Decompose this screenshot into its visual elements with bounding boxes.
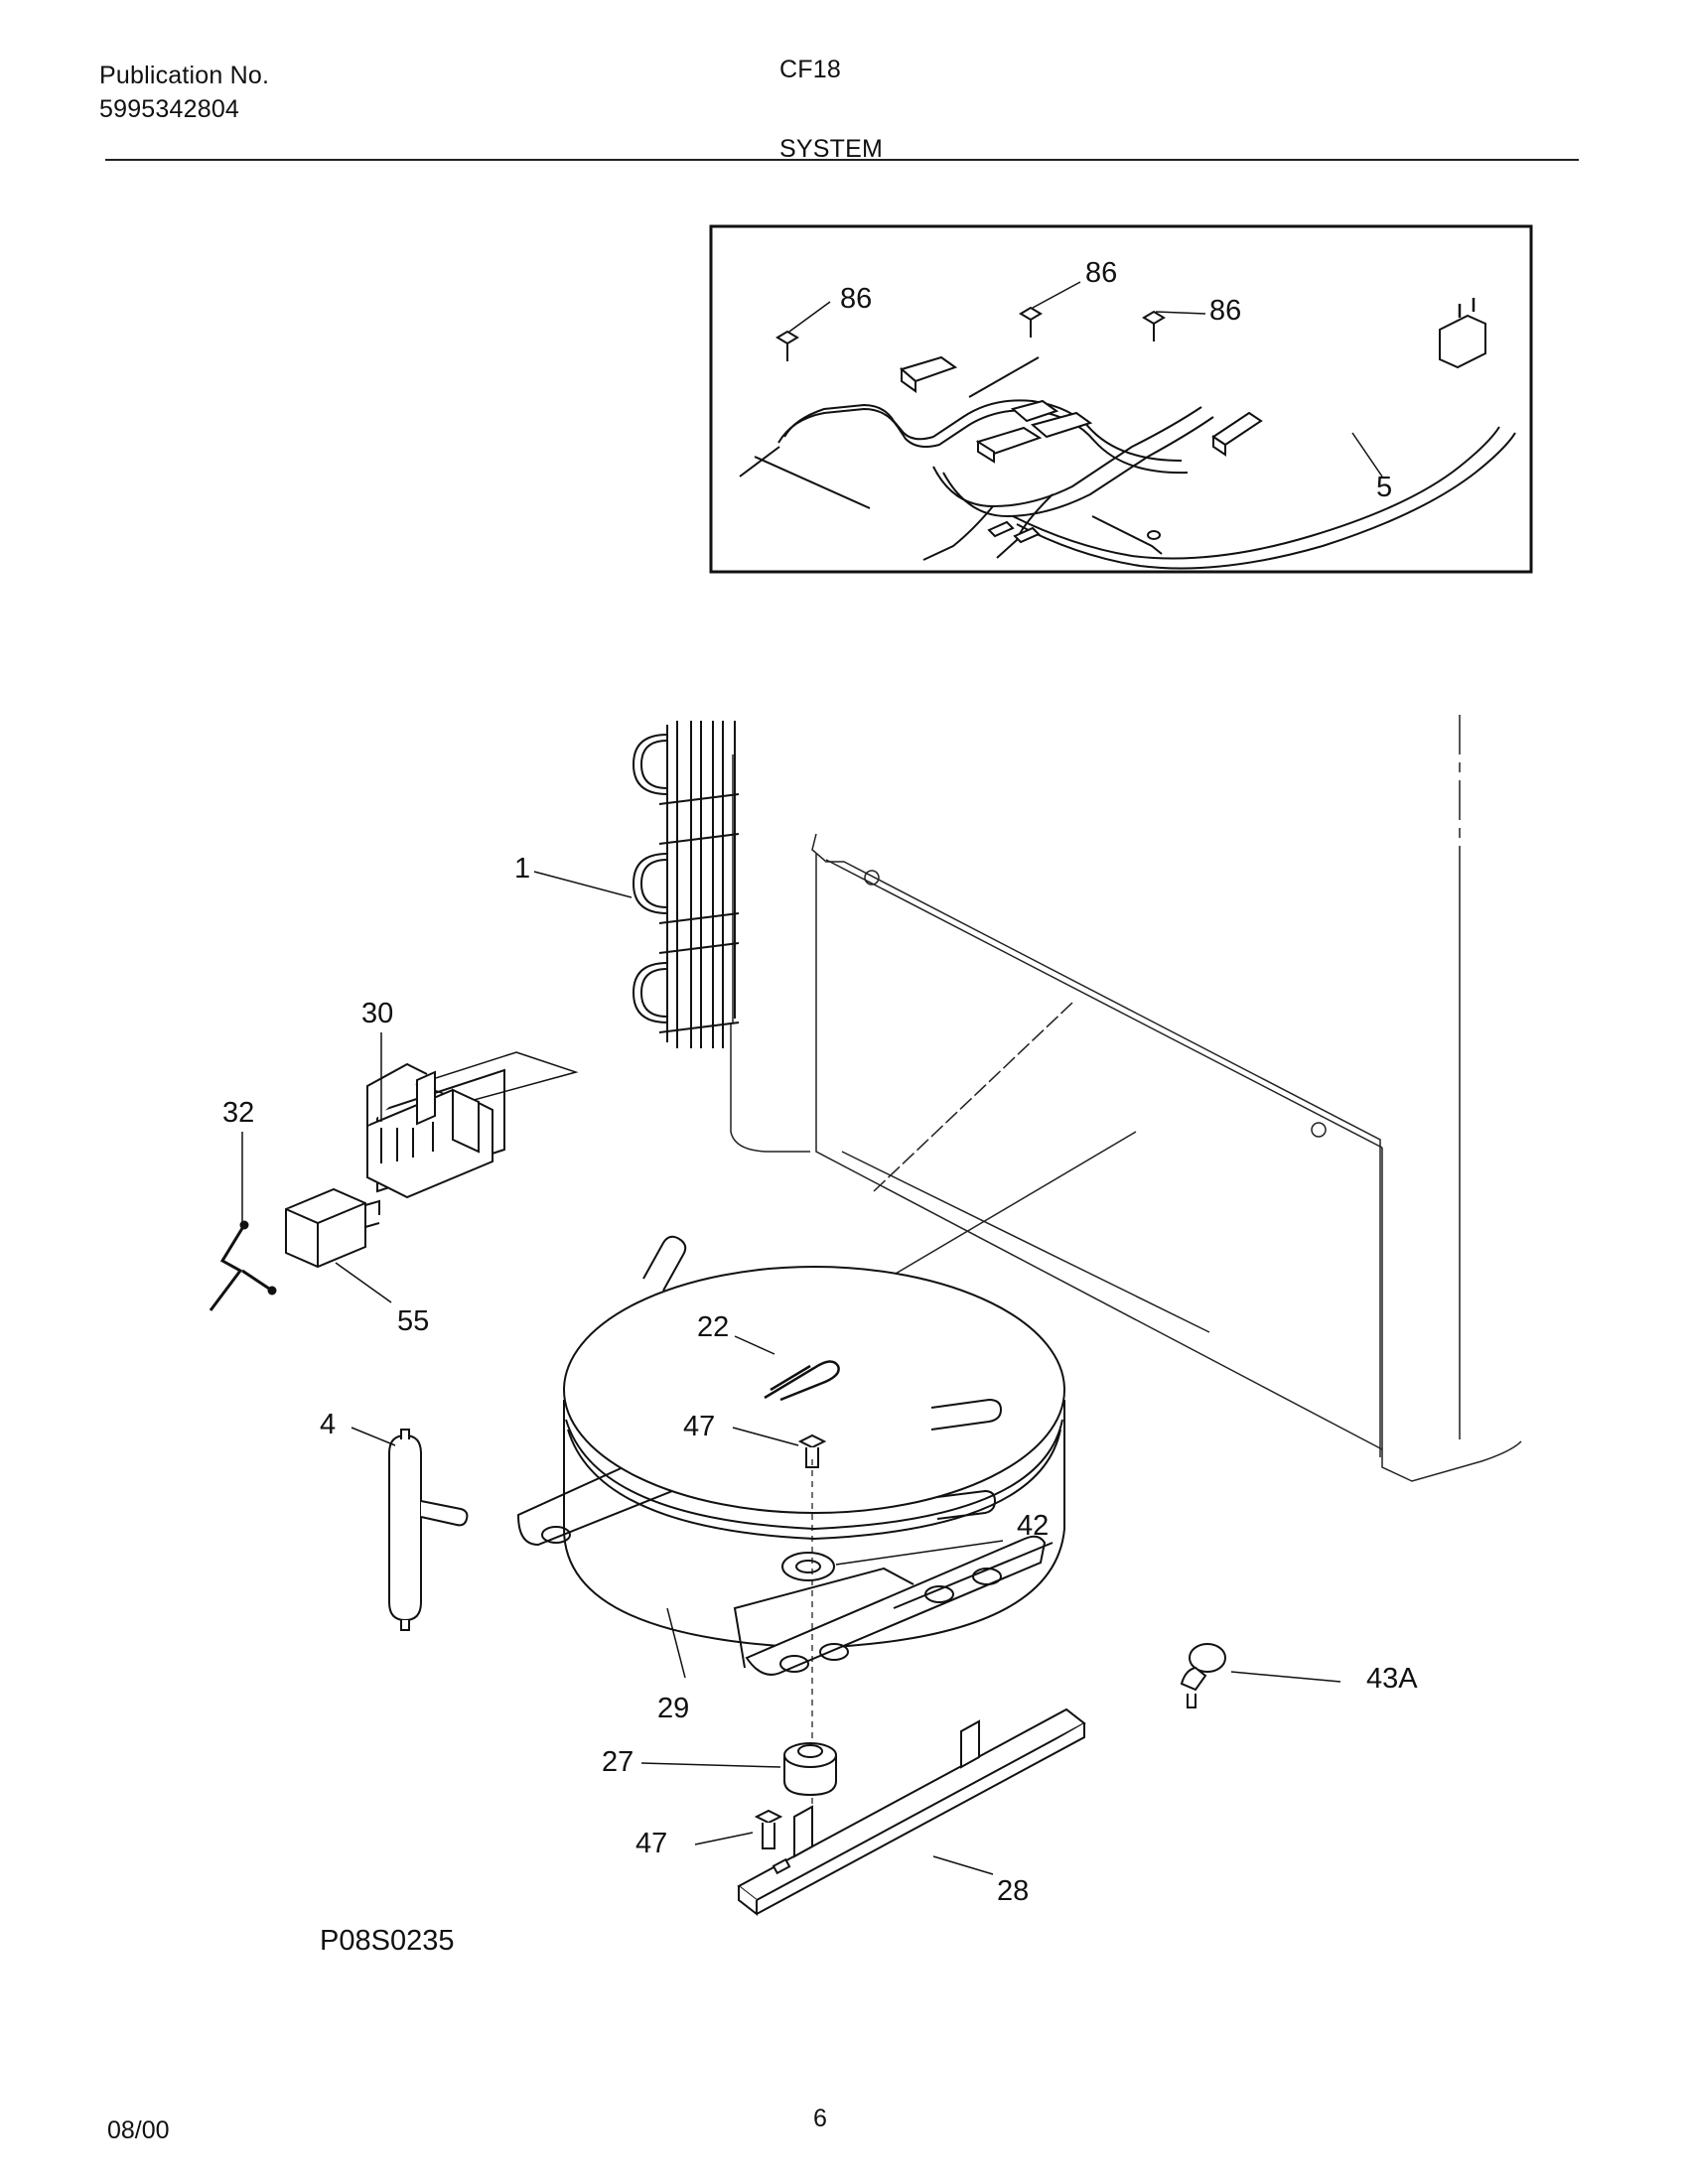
callout-28: 28 (997, 1875, 1029, 1907)
washer (781, 1552, 835, 1581)
callout-30: 30 (361, 998, 393, 1029)
filter-drier (388, 1429, 469, 1631)
wire-clip (209, 1220, 277, 1311)
callout-4: 4 (320, 1409, 336, 1440)
callout-29: 29 (657, 1693, 689, 1724)
callout-27: 27 (602, 1746, 633, 1778)
spring-clip (764, 1360, 840, 1402)
callout-47b: 47 (635, 1828, 667, 1859)
bolt (754, 1433, 827, 1849)
callout-47a: 47 (683, 1411, 715, 1442)
callout-32: 32 (222, 1097, 254, 1129)
callout-43A: 43A (1366, 1663, 1418, 1695)
footer-date: 08/00 (107, 2116, 170, 2144)
inset-callout-86b: 86 (1085, 257, 1117, 289)
callout-1: 1 (514, 853, 530, 885)
condenser-coil (632, 721, 740, 1048)
section-title: SYSTEM (779, 135, 883, 163)
inset-callout-5: 5 (1376, 472, 1392, 503)
relay-assembly (366, 1051, 579, 1199)
publication-label: Publication No. (99, 62, 270, 89)
compressor (516, 1235, 1065, 1676)
callout-22: 22 (697, 1311, 729, 1343)
rubber-grommet (783, 1742, 837, 1797)
figure-code: P08S0235 (320, 1925, 454, 1957)
overload-protector (285, 1187, 380, 1269)
inset-callout-86c: 86 (1209, 295, 1241, 327)
callout-55: 55 (397, 1305, 429, 1337)
page-number: 6 (813, 2105, 827, 2132)
callout-42: 42 (1017, 1510, 1049, 1542)
inset-callout-86a: 86 (840, 283, 872, 315)
publication-number: 5995342804 (99, 95, 240, 123)
ground-clamp (1180, 1643, 1226, 1708)
header-rule (105, 159, 1579, 161)
wiring-inset: 86 86 86 5 (709, 224, 1533, 574)
cabinet-outline (730, 715, 1522, 1482)
callout-leaders (241, 871, 1341, 1875)
mounting-rail (737, 1707, 1086, 1917)
model-number: CF18 (779, 56, 841, 83)
screw-icon (775, 306, 1166, 361)
